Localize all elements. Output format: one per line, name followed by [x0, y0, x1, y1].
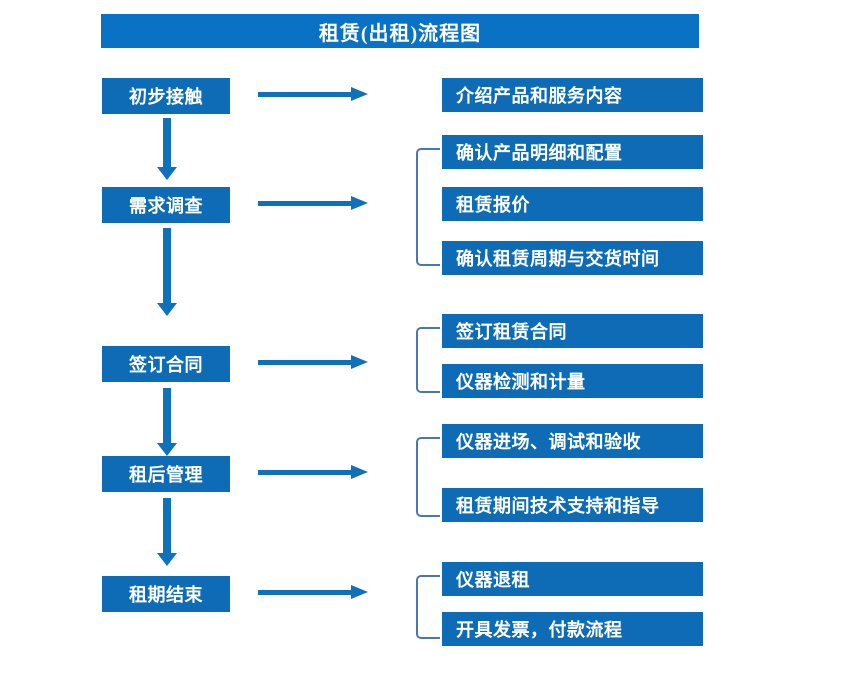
arrow-head — [351, 585, 368, 599]
horizontal-arrow-icon-1 — [258, 87, 368, 101]
vertical-arrow-icon-2 — [157, 228, 177, 316]
detail-box-仪器退租[interactable]: 仪器退租 — [442, 562, 703, 596]
arrow-shaft — [163, 388, 171, 443]
group-bracket-需求调查 — [416, 148, 440, 266]
arrow-shaft — [163, 228, 171, 303]
horizontal-arrow-icon-3 — [258, 355, 368, 369]
detail-box-介绍产品和服务内容[interactable]: 介绍产品和服务内容 — [442, 78, 703, 112]
arrow-head — [351, 196, 368, 210]
detail-box-租赁期间技术支持和指导[interactable]: 租赁期间技术支持和指导 — [442, 488, 703, 522]
arrow-shaft — [258, 201, 351, 206]
stage-box-租期结束[interactable]: 租期结束 — [102, 576, 230, 612]
detail-box-仪器进场调试和验收[interactable]: 仪器进场、调试和验收 — [442, 424, 703, 458]
arrow-shaft — [163, 498, 171, 553]
arrow-shaft — [258, 590, 351, 595]
horizontal-arrow-icon-4 — [258, 465, 368, 479]
arrow-shaft — [258, 360, 351, 365]
vertical-arrow-icon-3 — [157, 388, 177, 456]
detail-box-仪器检测和计量[interactable]: 仪器检测和计量 — [442, 364, 703, 398]
arrow-shaft — [163, 118, 171, 167]
arrow-head — [157, 303, 177, 316]
arrow-head — [351, 355, 368, 369]
arrow-head — [351, 87, 368, 101]
detail-box-确认租赁周期与交货时间[interactable]: 确认租赁周期与交货时间 — [442, 241, 703, 275]
arrow-head — [351, 465, 368, 479]
detail-box-确认产品明细和配置[interactable]: 确认产品明细和配置 — [442, 135, 703, 169]
detail-box-开具发票付款流程[interactable]: 开具发票，付款流程 — [442, 612, 703, 646]
vertical-arrow-icon-4 — [157, 498, 177, 566]
horizontal-arrow-icon-5 — [258, 585, 368, 599]
arrow-head — [157, 553, 177, 566]
arrow-shaft — [258, 92, 351, 97]
horizontal-arrow-icon-2 — [258, 196, 368, 210]
arrow-head — [157, 167, 177, 180]
stage-box-签订合同[interactable]: 签订合同 — [102, 346, 230, 382]
detail-box-签订租赁合同[interactable]: 签订租赁合同 — [442, 314, 703, 348]
group-bracket-租期结束 — [416, 575, 440, 639]
diagram-title: 租赁(出租)流程图 — [101, 14, 699, 48]
group-bracket-签订合同 — [416, 327, 440, 393]
vertical-arrow-icon-1 — [157, 118, 177, 180]
detail-box-租赁报价[interactable]: 租赁报价 — [442, 187, 703, 221]
stage-box-需求调查[interactable]: 需求调查 — [102, 187, 230, 223]
arrow-head — [157, 443, 177, 456]
stage-box-租后管理[interactable]: 租后管理 — [102, 456, 230, 492]
group-bracket-租后管理 — [416, 437, 440, 517]
stage-box-初步接触[interactable]: 初步接触 — [102, 78, 230, 114]
arrow-shaft — [258, 470, 351, 475]
